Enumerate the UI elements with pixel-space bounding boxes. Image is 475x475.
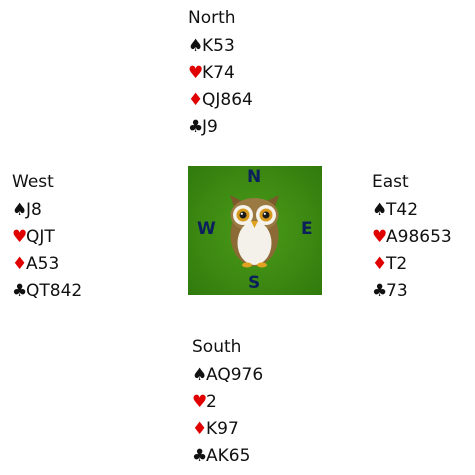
spade-icon: ♠ — [372, 200, 386, 220]
spade-icon: ♠ — [192, 365, 206, 385]
north-clubs-line: ♣J9 — [188, 117, 253, 137]
north-diamonds-cards: QJ864 — [202, 90, 253, 110]
heart-icon: ♥ — [188, 63, 202, 83]
east-diamonds-cards: T2 — [386, 254, 407, 274]
east-spades-cards: T42 — [386, 200, 418, 220]
club-icon: ♣ — [12, 281, 26, 301]
west-diamonds-line: ♦A53 — [12, 254, 82, 274]
south-diamonds-line: ♦K97 — [192, 419, 263, 439]
west-spades-cards: J8 — [26, 200, 42, 220]
compass-east-label: E — [301, 220, 313, 238]
hand-south: South ♠AQ976 ♥2 ♦K97 ♣AK65 — [192, 337, 263, 473]
heart-icon: ♥ — [192, 392, 206, 412]
west-hearts-line: ♥QJT — [12, 227, 82, 247]
west-spades-line: ♠J8 — [12, 200, 82, 220]
south-hearts-line: ♥2 — [192, 392, 263, 412]
east-clubs-line: ♣73 — [372, 281, 452, 301]
north-clubs-cards: J9 — [202, 117, 218, 137]
diamond-icon: ♦ — [12, 254, 26, 274]
diamond-icon: ♦ — [192, 419, 206, 439]
south-clubs-cards: AK65 — [206, 446, 250, 466]
spade-icon: ♠ — [188, 36, 202, 56]
diamond-icon: ♦ — [372, 254, 386, 274]
heart-icon: ♥ — [372, 227, 386, 247]
south-diamonds-cards: K97 — [206, 419, 239, 439]
spade-icon: ♠ — [12, 200, 26, 220]
north-hearts-line: ♥K74 — [188, 63, 253, 83]
east-spades-line: ♠T42 — [372, 200, 452, 220]
hand-west: West ♠J8 ♥QJT ♦A53 ♣QT842 — [12, 172, 82, 308]
player-name-east: East — [372, 172, 452, 192]
player-name-south: South — [192, 337, 263, 357]
north-diamonds-line: ♦QJ864 — [188, 90, 253, 110]
hand-east: East ♠T42 ♥A98653 ♦T2 ♣73 — [372, 172, 452, 308]
compass-table: N W E S — [188, 166, 322, 295]
owl-icon — [226, 193, 283, 268]
player-name-west: West — [12, 172, 82, 192]
east-hearts-line: ♥A98653 — [372, 227, 452, 247]
compass-west-label: W — [197, 220, 216, 238]
west-clubs-line: ♣QT842 — [12, 281, 82, 301]
west-hearts-cards: QJT — [26, 227, 55, 247]
club-icon: ♣ — [372, 281, 386, 301]
south-spades-cards: AQ976 — [206, 365, 263, 385]
north-hearts-cards: K74 — [202, 63, 235, 83]
north-spades-line: ♠K53 — [188, 36, 253, 56]
diamond-icon: ♦ — [188, 90, 202, 110]
heart-icon: ♥ — [12, 227, 26, 247]
east-hearts-cards: A98653 — [386, 227, 452, 247]
hand-north: North ♠K53 ♥K74 ♦QJ864 ♣J9 — [188, 8, 253, 144]
compass-north-label: N — [247, 168, 261, 186]
west-clubs-cards: QT842 — [26, 281, 82, 301]
player-name-north: North — [188, 8, 253, 28]
club-icon: ♣ — [188, 117, 202, 137]
north-spades-cards: K53 — [202, 36, 235, 56]
south-spades-line: ♠AQ976 — [192, 365, 263, 385]
east-diamonds-line: ♦T2 — [372, 254, 452, 274]
club-icon: ♣ — [192, 446, 206, 466]
south-hearts-cards: 2 — [206, 392, 217, 412]
east-clubs-cards: 73 — [386, 281, 408, 301]
south-clubs-line: ♣AK65 — [192, 446, 263, 466]
west-diamonds-cards: A53 — [26, 254, 59, 274]
compass-south-label: S — [248, 274, 260, 292]
